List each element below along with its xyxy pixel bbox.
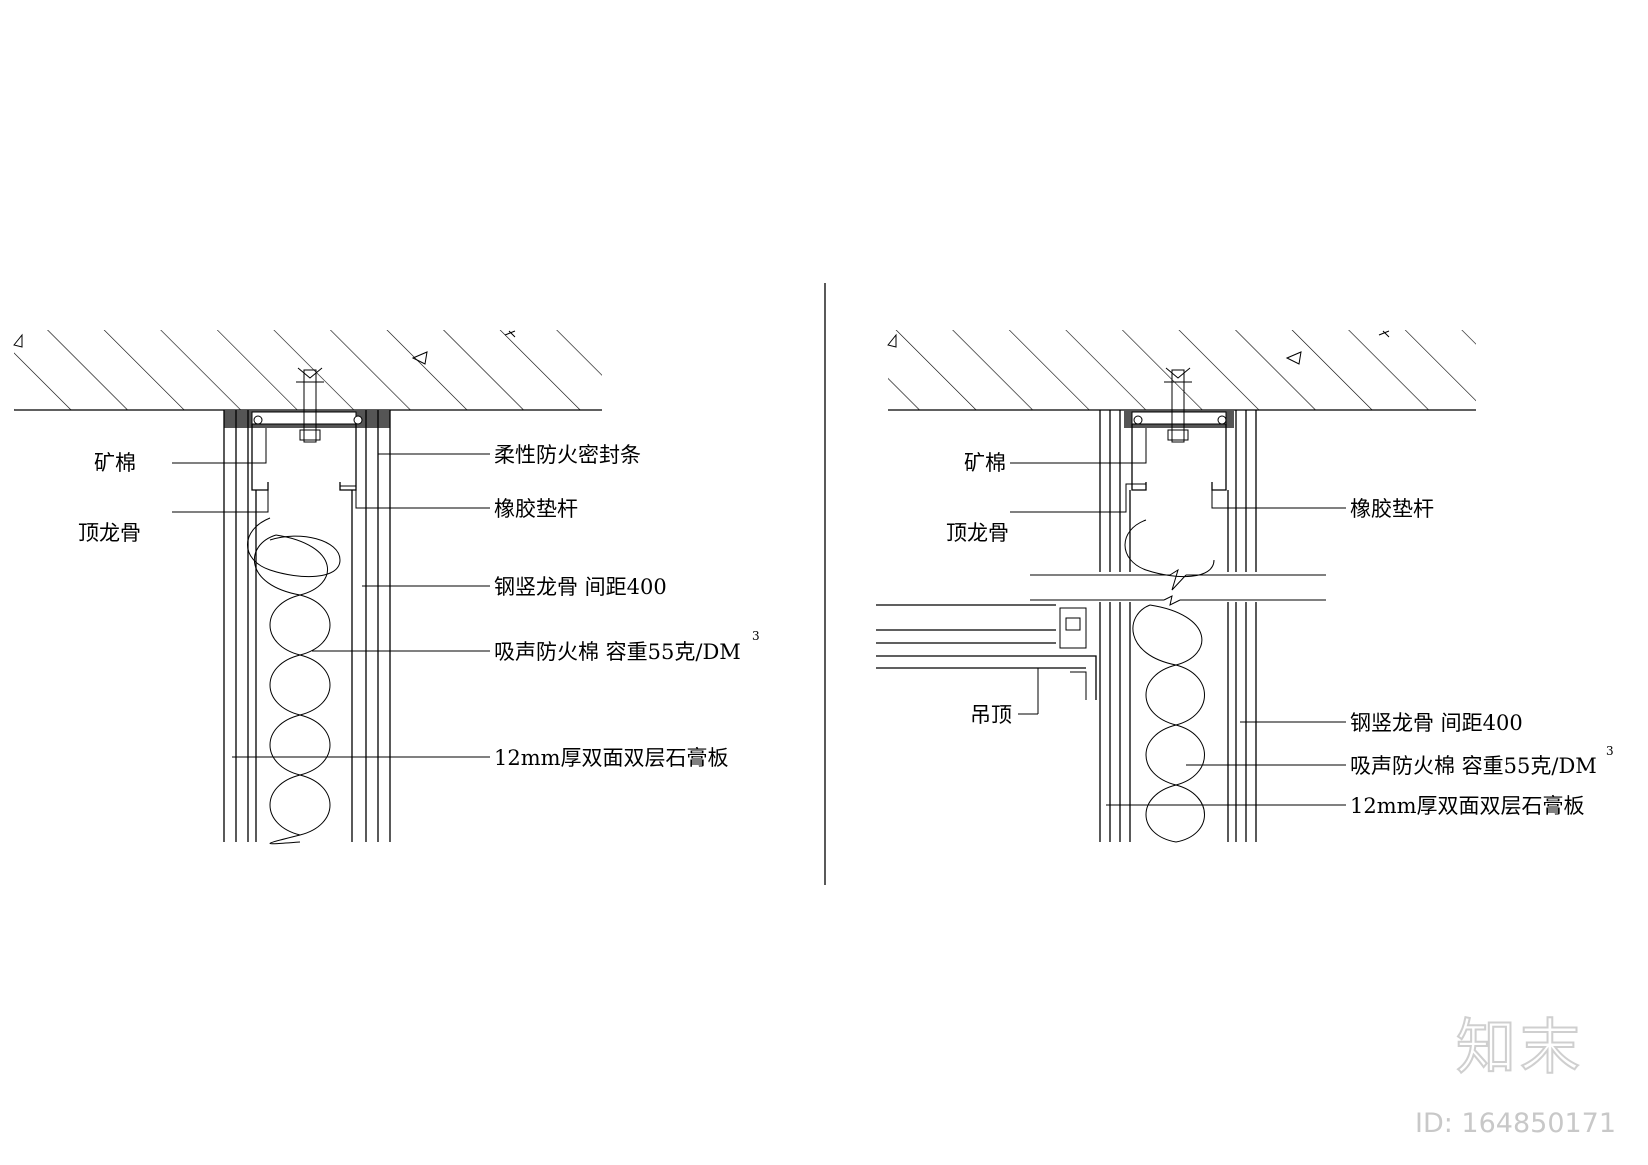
label-gypsum-board: 12mm厚双面双层石膏板	[494, 746, 729, 770]
insulation-coil-top-right	[1124, 519, 1215, 578]
anchor-bolt-right	[1164, 367, 1192, 443]
aggregate-marks-right	[887, 330, 1390, 365]
top-keel-plate-right	[1131, 411, 1227, 425]
label-mineral-wool: 矿棉	[94, 451, 136, 475]
watermark-logo: 知末	[1456, 1013, 1584, 1083]
label-insulation-sup-right: 3	[1606, 744, 1614, 758]
insulation-coil-right	[1145, 604, 1205, 843]
gypsum-board-lines	[223, 410, 391, 842]
left-detail: 矿棉 顶龙骨 柔性防火密封条 橡胶垫杆 钢竖龙骨 间距400 吸声防火棉 容重5…	[13, 330, 760, 845]
label-steel-stud-right: 钢竖龙骨 间距400	[1350, 711, 1523, 735]
gypsum-board-lines-right	[1099, 410, 1257, 842]
left-leaders	[172, 424, 490, 758]
label-insulation: 吸声防火棉 容重55克/DM	[494, 640, 741, 664]
label-gypsum-board-right: 12mm厚双面双层石膏板	[1350, 794, 1585, 818]
label-fire-seal: 柔性防火密封条	[494, 443, 641, 467]
insulation-coil	[269, 534, 331, 845]
break-line	[1030, 568, 1326, 606]
watermark-id: ID: 164850171	[1415, 1108, 1616, 1139]
label-top-keel-right: 顶龙骨	[946, 521, 1009, 545]
label-suspended-ceiling: 吊顶	[970, 703, 1012, 727]
suspended-ceiling	[876, 604, 1097, 714]
label-rubber-pad: 橡胶垫杆	[494, 497, 578, 521]
label-insulation-sup: 3	[752, 629, 760, 643]
label-steel-stud: 钢竖龙骨 间距400	[494, 575, 667, 599]
label-mineral-wool-right: 矿棉	[964, 451, 1006, 475]
insulation-coil-top	[247, 517, 341, 578]
right-leaders	[1010, 428, 1346, 806]
aggregate-marks	[13, 330, 516, 365]
label-insulation-right: 吸声防火棉 容重55克/DM	[1350, 754, 1597, 778]
label-top-keel: 顶龙骨	[78, 521, 141, 545]
right-detail: 矿棉 顶龙骨 橡胶垫杆 吊顶 钢竖龙骨 间距400 吸声防火棉 容重55克/DM…	[876, 330, 1614, 843]
label-rubber-pad-right: 橡胶垫杆	[1350, 497, 1434, 521]
anchor-bolt	[296, 367, 324, 443]
